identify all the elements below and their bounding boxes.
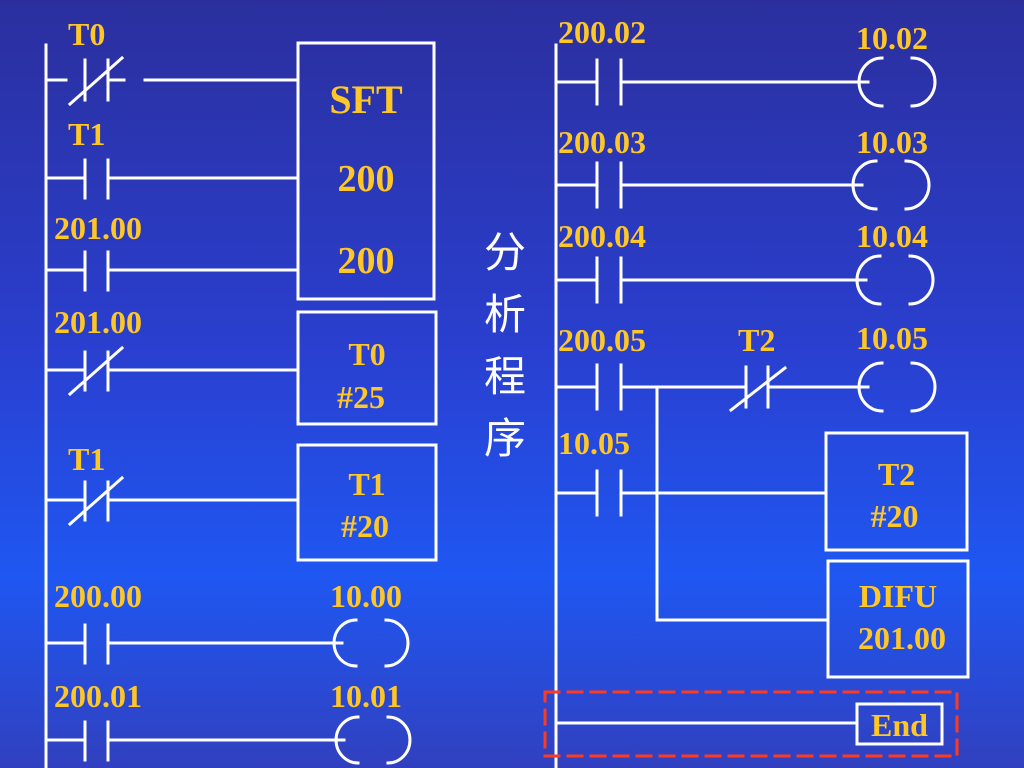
rung-t1-nc xyxy=(44,475,300,527)
sft-block xyxy=(296,41,436,301)
label-200-05-contact: 200.05 xyxy=(558,322,646,358)
rung-200-03 xyxy=(554,159,931,211)
difu-address: 201.00 xyxy=(858,620,946,656)
rung-201-nc xyxy=(44,345,300,397)
timer-t0-name: T0 xyxy=(348,336,386,372)
caption-char-1: 分 xyxy=(483,228,526,277)
sft-start-channel: 200 xyxy=(337,158,395,200)
rung-10-05-seal xyxy=(554,385,830,622)
caption-char-3: 程 xyxy=(483,352,526,401)
timer-t2-name: T2 xyxy=(877,456,916,492)
label-200-04-contact: 200.04 xyxy=(558,218,646,254)
label-10-03-coil: 10.03 xyxy=(856,124,928,160)
label-10-04-coil: 10.04 xyxy=(856,218,928,254)
rung-200-04 xyxy=(554,254,935,306)
end-label: End xyxy=(871,707,928,743)
label-10-05-coil: 10.05 xyxy=(856,320,928,356)
rung-200-00 xyxy=(44,618,410,668)
difu-name: DIFU xyxy=(858,578,938,614)
end-block xyxy=(855,702,944,746)
label-10-05-seal-contact: 10.05 xyxy=(558,425,630,461)
timer-t2-setpoint: #20 xyxy=(870,498,919,534)
end-highlight-box xyxy=(543,690,959,758)
timer-t1-setpoint: #20 xyxy=(341,508,389,544)
label-200-00-contact: 200.00 xyxy=(54,578,142,614)
timer-t0-setpoint: #25 xyxy=(337,379,385,415)
label-200-02-contact: 200.02 xyxy=(558,14,646,50)
label-200-03-contact: 200.03 xyxy=(558,124,646,160)
timer-t0-block xyxy=(296,310,438,426)
difu-block xyxy=(826,559,970,679)
rung-200-05 xyxy=(554,361,937,413)
sft-name: SFT xyxy=(329,77,403,122)
timer-t1-name: T1 xyxy=(348,466,386,502)
label-200-01-contact: 200.01 xyxy=(54,678,142,714)
caption-char-2: 析 xyxy=(483,290,526,339)
timer-t2-block xyxy=(824,431,969,552)
label-10-00-coil: 10.00 xyxy=(330,578,402,614)
label-t2-nc-contact: T2 xyxy=(738,322,776,358)
sft-end-channel: 200 xyxy=(337,240,395,282)
rung-201-no xyxy=(44,250,300,292)
rung-t0-nc xyxy=(44,55,300,107)
label-201-no-contact: 201.00 xyxy=(54,210,142,246)
caption-char-4: 序 xyxy=(483,414,526,463)
label-t1-nc-contact: T1 xyxy=(68,441,106,477)
label-201-nc-contact: 201.00 xyxy=(54,304,142,340)
label-10-02-coil: 10.02 xyxy=(856,20,928,56)
rung-200-02 xyxy=(554,56,937,108)
rung-200-01 xyxy=(44,715,412,765)
label-t0-contact: T0 xyxy=(68,16,106,52)
label-10-01-coil: 10.01 xyxy=(330,678,402,714)
rung-t1-no xyxy=(44,158,300,200)
label-t1-contact: T1 xyxy=(68,116,106,152)
timer-t1-block xyxy=(296,443,438,562)
